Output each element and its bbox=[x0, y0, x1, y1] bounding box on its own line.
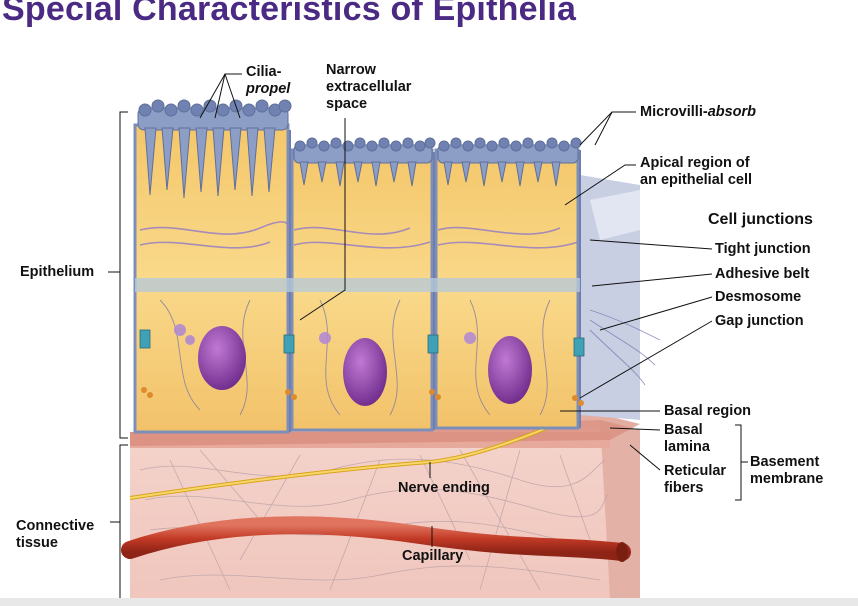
epithelium-label: Epithelium bbox=[20, 264, 95, 280]
narrow-label-2: extracellular bbox=[326, 79, 412, 95]
microvilli-label-a: Microvilli- bbox=[640, 104, 708, 120]
microvilli bbox=[293, 137, 582, 187]
nerve-fiber bbox=[129, 416, 571, 500]
cilia-label-b: propel bbox=[246, 81, 291, 97]
connective-label-2: tissue bbox=[16, 535, 58, 551]
basal-lamina-label-2: lamina bbox=[664, 439, 710, 455]
narrow-label-3: space bbox=[326, 96, 368, 112]
apical-label-1: Apical region of bbox=[640, 155, 750, 171]
basal-region-label: Basal region bbox=[664, 403, 752, 419]
basal-lamina-label: Basal lamina bbox=[664, 422, 710, 456]
adhesive-belt-label: Adhesive belt bbox=[715, 266, 810, 282]
narrow-extracellular-space-label: Narrow extracellular space bbox=[326, 62, 411, 113]
tight-junction-label: Tight junction bbox=[715, 241, 811, 257]
cilia-label: Cilia- propel bbox=[246, 64, 290, 98]
narrow-label-1: Narrow bbox=[326, 62, 376, 78]
lateral-cut-face bbox=[580, 175, 640, 420]
reticular-label-2: fibers bbox=[664, 480, 704, 496]
basement-membrane-label: Basement membrane bbox=[750, 454, 823, 488]
connective-tissue-region bbox=[130, 420, 640, 598]
basal-lamina-label-1: Basal bbox=[664, 422, 703, 438]
reticular-label-1: Reticular bbox=[664, 463, 727, 479]
capillary-vessel bbox=[121, 516, 631, 562]
connective-tissue-label: Connective tissue bbox=[16, 518, 94, 552]
page-title: Special Characteristics of Epithelia bbox=[2, 0, 577, 28]
gap-junction-label: Gap junction bbox=[715, 313, 804, 329]
basement-label-1: Basement bbox=[750, 454, 820, 470]
microvilli-label-b: absorb bbox=[707, 104, 757, 120]
cilia bbox=[137, 99, 292, 199]
reticular-fibers-label: Reticular fibers bbox=[664, 463, 726, 497]
microvilli-label: Microvilli-absorb bbox=[640, 104, 756, 121]
cilia-label-a: Cilia- bbox=[246, 64, 282, 80]
desmosome-label: Desmosome bbox=[715, 289, 802, 305]
basement-label-2: membrane bbox=[750, 471, 824, 487]
apical-region-label: Apical region of an epithelial cell bbox=[640, 155, 752, 189]
nerve-ending-label: Nerve ending bbox=[398, 480, 490, 496]
capillary-label: Capillary bbox=[402, 548, 464, 564]
connective-label-1: Connective bbox=[16, 518, 95, 534]
apical-label-2: an epithelial cell bbox=[640, 172, 753, 188]
cell-junctions-heading: Cell junctions bbox=[708, 211, 813, 228]
bottom-bar bbox=[0, 598, 858, 606]
leader-lines bbox=[108, 73, 748, 600]
nuclei bbox=[198, 326, 532, 406]
